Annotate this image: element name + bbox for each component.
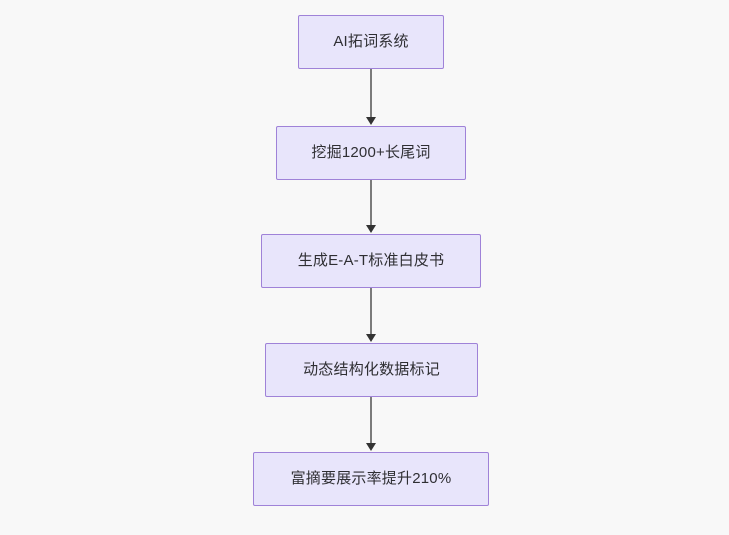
- flowchart-edge-n1-n2: [370, 69, 372, 118]
- flowchart-node-label: 生成E-A-T标准白皮书: [297, 252, 445, 269]
- flowchart-node-n2[interactable]: 挖掘1200+长尾词: [276, 126, 466, 180]
- flowchart-node-label: 动态结构化数据标记: [303, 361, 440, 378]
- flowchart-node-n1[interactable]: AI拓词系统: [298, 15, 444, 69]
- flowchart-node-n4[interactable]: 动态结构化数据标记: [265, 343, 478, 397]
- flowchart-node-n5[interactable]: 富摘要展示率提升210%: [253, 452, 489, 506]
- flowchart-node-label: 挖掘1200+长尾词: [311, 144, 431, 161]
- flowchart-arrowhead-n2-n3: [365, 225, 376, 233]
- flowchart-arrowhead-n1-n2: [365, 117, 376, 125]
- flowchart-edge-n2-n3: [370, 180, 372, 226]
- flowchart-arrowhead-n4-n5: [365, 443, 376, 451]
- flowchart-node-label: 富摘要展示率提升210%: [290, 470, 452, 487]
- flowchart-node-n3[interactable]: 生成E-A-T标准白皮书: [261, 234, 481, 288]
- flowchart-edge-n4-n5: [370, 397, 372, 444]
- flowchart-edge-n3-n4: [370, 288, 372, 335]
- flowchart-node-label: AI拓词系统: [333, 33, 409, 50]
- flowchart-arrowhead-n3-n4: [365, 334, 376, 342]
